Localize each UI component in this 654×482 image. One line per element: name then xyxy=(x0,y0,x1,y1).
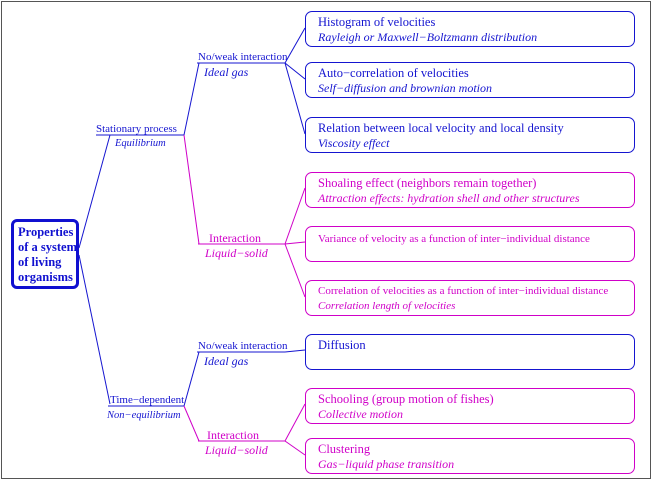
equilibrium-label: Equilibrium xyxy=(115,138,166,149)
stat-liquid-solid-label: Liquid−solid xyxy=(205,246,268,260)
edge-time-ideal xyxy=(183,351,200,407)
leaf-clustering: Clustering Gas−liquid phase transition xyxy=(305,438,635,474)
leaf-histogram: Histogram of velocities Rayleigh or Maxw… xyxy=(305,11,635,47)
edge-to-shoaling xyxy=(284,187,306,245)
root-line: organisms xyxy=(18,270,73,284)
edge-to-schooling xyxy=(284,403,306,442)
leaf-schooling: Schooling (group motion of fishes) Colle… xyxy=(305,388,635,424)
edge-to-relation xyxy=(284,62,306,135)
root-line: of living xyxy=(18,255,62,269)
leaf-title: Auto−correlation of velocities xyxy=(318,66,469,80)
stationary-process-label: Stationary process xyxy=(96,123,177,135)
edge-to-variance xyxy=(284,241,306,245)
leaf-detail: Correlation length of velocities xyxy=(318,300,456,312)
leaf-diffusion: Diffusion xyxy=(305,334,635,370)
leaf-correlation: Correlation of velocities as a function … xyxy=(305,280,635,316)
leaf-title: Variance of velocity as a function of in… xyxy=(318,233,590,245)
leaf-detail: Collective motion xyxy=(318,407,403,421)
edge-root-time xyxy=(78,254,111,405)
leaf-title: Histogram of velocities xyxy=(318,15,436,29)
leaf-autocorrelation: Auto−correlation of velocities Self−diff… xyxy=(305,62,635,98)
edge-to-correlation xyxy=(284,243,306,298)
leaf-detail: Viscosity effect xyxy=(318,136,390,150)
time-liquid-solid-label: Liquid−solid xyxy=(205,443,268,457)
edge-stationary-interaction xyxy=(183,134,200,245)
edge-to-autocorrelation xyxy=(284,62,306,80)
leaf-relation: Relation between local velocity and loca… xyxy=(305,117,635,153)
leaf-title: Schooling (group motion of fishes) xyxy=(318,392,494,406)
leaf-shoaling: Shoaling effect (neighbors remain togeth… xyxy=(305,172,635,208)
leaf-detail: Rayleigh or Maxwell−Boltzmann distributi… xyxy=(318,30,538,44)
non-equilibrium-label: Non−equilibrium xyxy=(107,410,181,421)
edge-root-stationary xyxy=(78,134,111,249)
leaf-variance: Variance of velocity as a function of in… xyxy=(305,226,635,262)
leaf-title: Relation between local velocity and loca… xyxy=(318,121,564,135)
stat-interaction-label: Interaction xyxy=(209,231,261,245)
leaf-title: Correlation of velocities as a function … xyxy=(318,285,609,297)
stat-no-weak-interaction-label: No/weak interaction xyxy=(198,51,288,63)
leaf-detail: Gas−liquid phase transition xyxy=(318,457,455,471)
root-line: of a system xyxy=(18,240,78,254)
leaf-title: Shoaling effect (neighbors remain togeth… xyxy=(318,176,537,190)
edge-time-interaction xyxy=(183,405,200,442)
edge-to-histogram xyxy=(284,27,306,64)
edge-to-diffusion xyxy=(284,349,306,353)
leaf-detail: Self−diffusion and brownian motion xyxy=(318,81,492,95)
edge-to-clustering xyxy=(284,440,306,456)
time-no-weak-interaction-label: No/weak interaction xyxy=(198,340,288,352)
root-line: Properties xyxy=(18,225,74,239)
time-dependent-label: Time−dependent xyxy=(110,394,185,406)
leaf-detail: Attraction effects: hydration shell and … xyxy=(318,191,580,205)
time-interaction-label: Interaction xyxy=(207,428,259,442)
root-node: Properties of a system of living organis… xyxy=(11,219,79,289)
time-ideal-gas-label: Ideal gas xyxy=(204,354,249,368)
leaf-title: Clustering xyxy=(318,442,371,456)
edge-stationary-ideal xyxy=(183,62,200,136)
stat-ideal-gas-label: Ideal gas xyxy=(204,65,249,79)
leaf-title: Diffusion xyxy=(318,338,366,352)
